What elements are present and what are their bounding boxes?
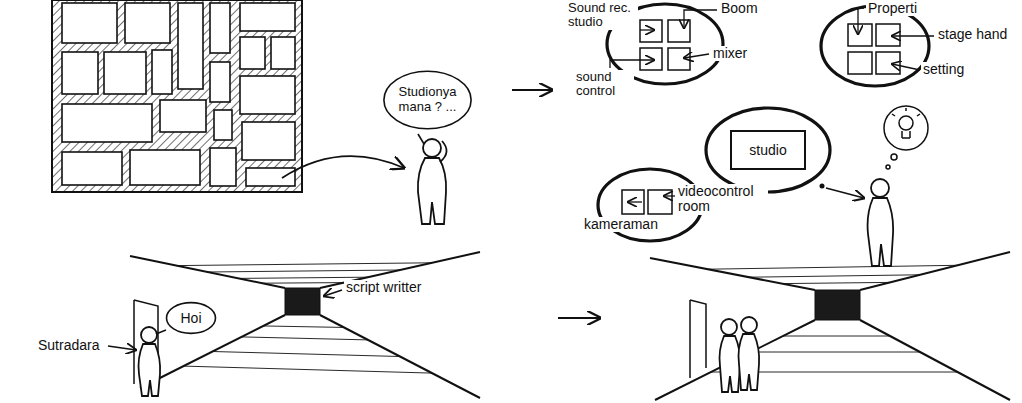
speech-bubble: Hoi xyxy=(166,302,216,334)
room-label: setting xyxy=(921,62,966,77)
person-figure xyxy=(418,139,447,224)
corridor xyxy=(650,252,1010,400)
leader-arrow xyxy=(108,346,136,350)
floor-plan xyxy=(52,0,302,192)
person-figure xyxy=(868,179,894,266)
node-text-block: studio xyxy=(736,142,800,158)
room-label: script writter xyxy=(344,280,423,295)
bubble-tail xyxy=(418,134,424,144)
room-label: videocontrol room xyxy=(676,184,768,215)
node-text: Studionya mana ? ... xyxy=(397,85,459,115)
corridor xyxy=(130,252,480,398)
speech-bubble: Studionya mana ? ... xyxy=(383,70,472,130)
big-arrow xyxy=(512,89,552,91)
room-label: kameraman xyxy=(582,217,660,232)
room-label: stage hand xyxy=(936,27,1009,42)
idea-arrow xyxy=(826,188,864,198)
node-text: studio xyxy=(736,142,800,158)
room-label: Sound rec. studio xyxy=(566,1,638,30)
small-rooms xyxy=(622,20,900,214)
node-text-block: Hoi xyxy=(174,310,209,326)
big-arrow xyxy=(558,317,600,319)
leader-arrows xyxy=(610,8,934,202)
bubble-ellipse xyxy=(167,303,216,334)
curved-arrow xyxy=(282,156,404,178)
node-text-block: Studionya mana ? ... xyxy=(397,85,459,115)
leader-arrow xyxy=(324,290,342,296)
bubble-ellipse xyxy=(384,71,471,129)
room-box: studio xyxy=(730,130,806,170)
thought-bubble xyxy=(884,106,928,169)
node-text: Hoi xyxy=(174,310,209,326)
room-label: Properti xyxy=(866,1,919,16)
room-label: Sutradara xyxy=(36,338,101,353)
room-label: mixer xyxy=(711,46,749,61)
bubble-tail xyxy=(156,330,166,334)
person-figure xyxy=(139,327,161,396)
two-persons xyxy=(720,317,760,392)
room-label: sound control xyxy=(574,70,634,99)
room-label: Boom xyxy=(719,1,760,16)
